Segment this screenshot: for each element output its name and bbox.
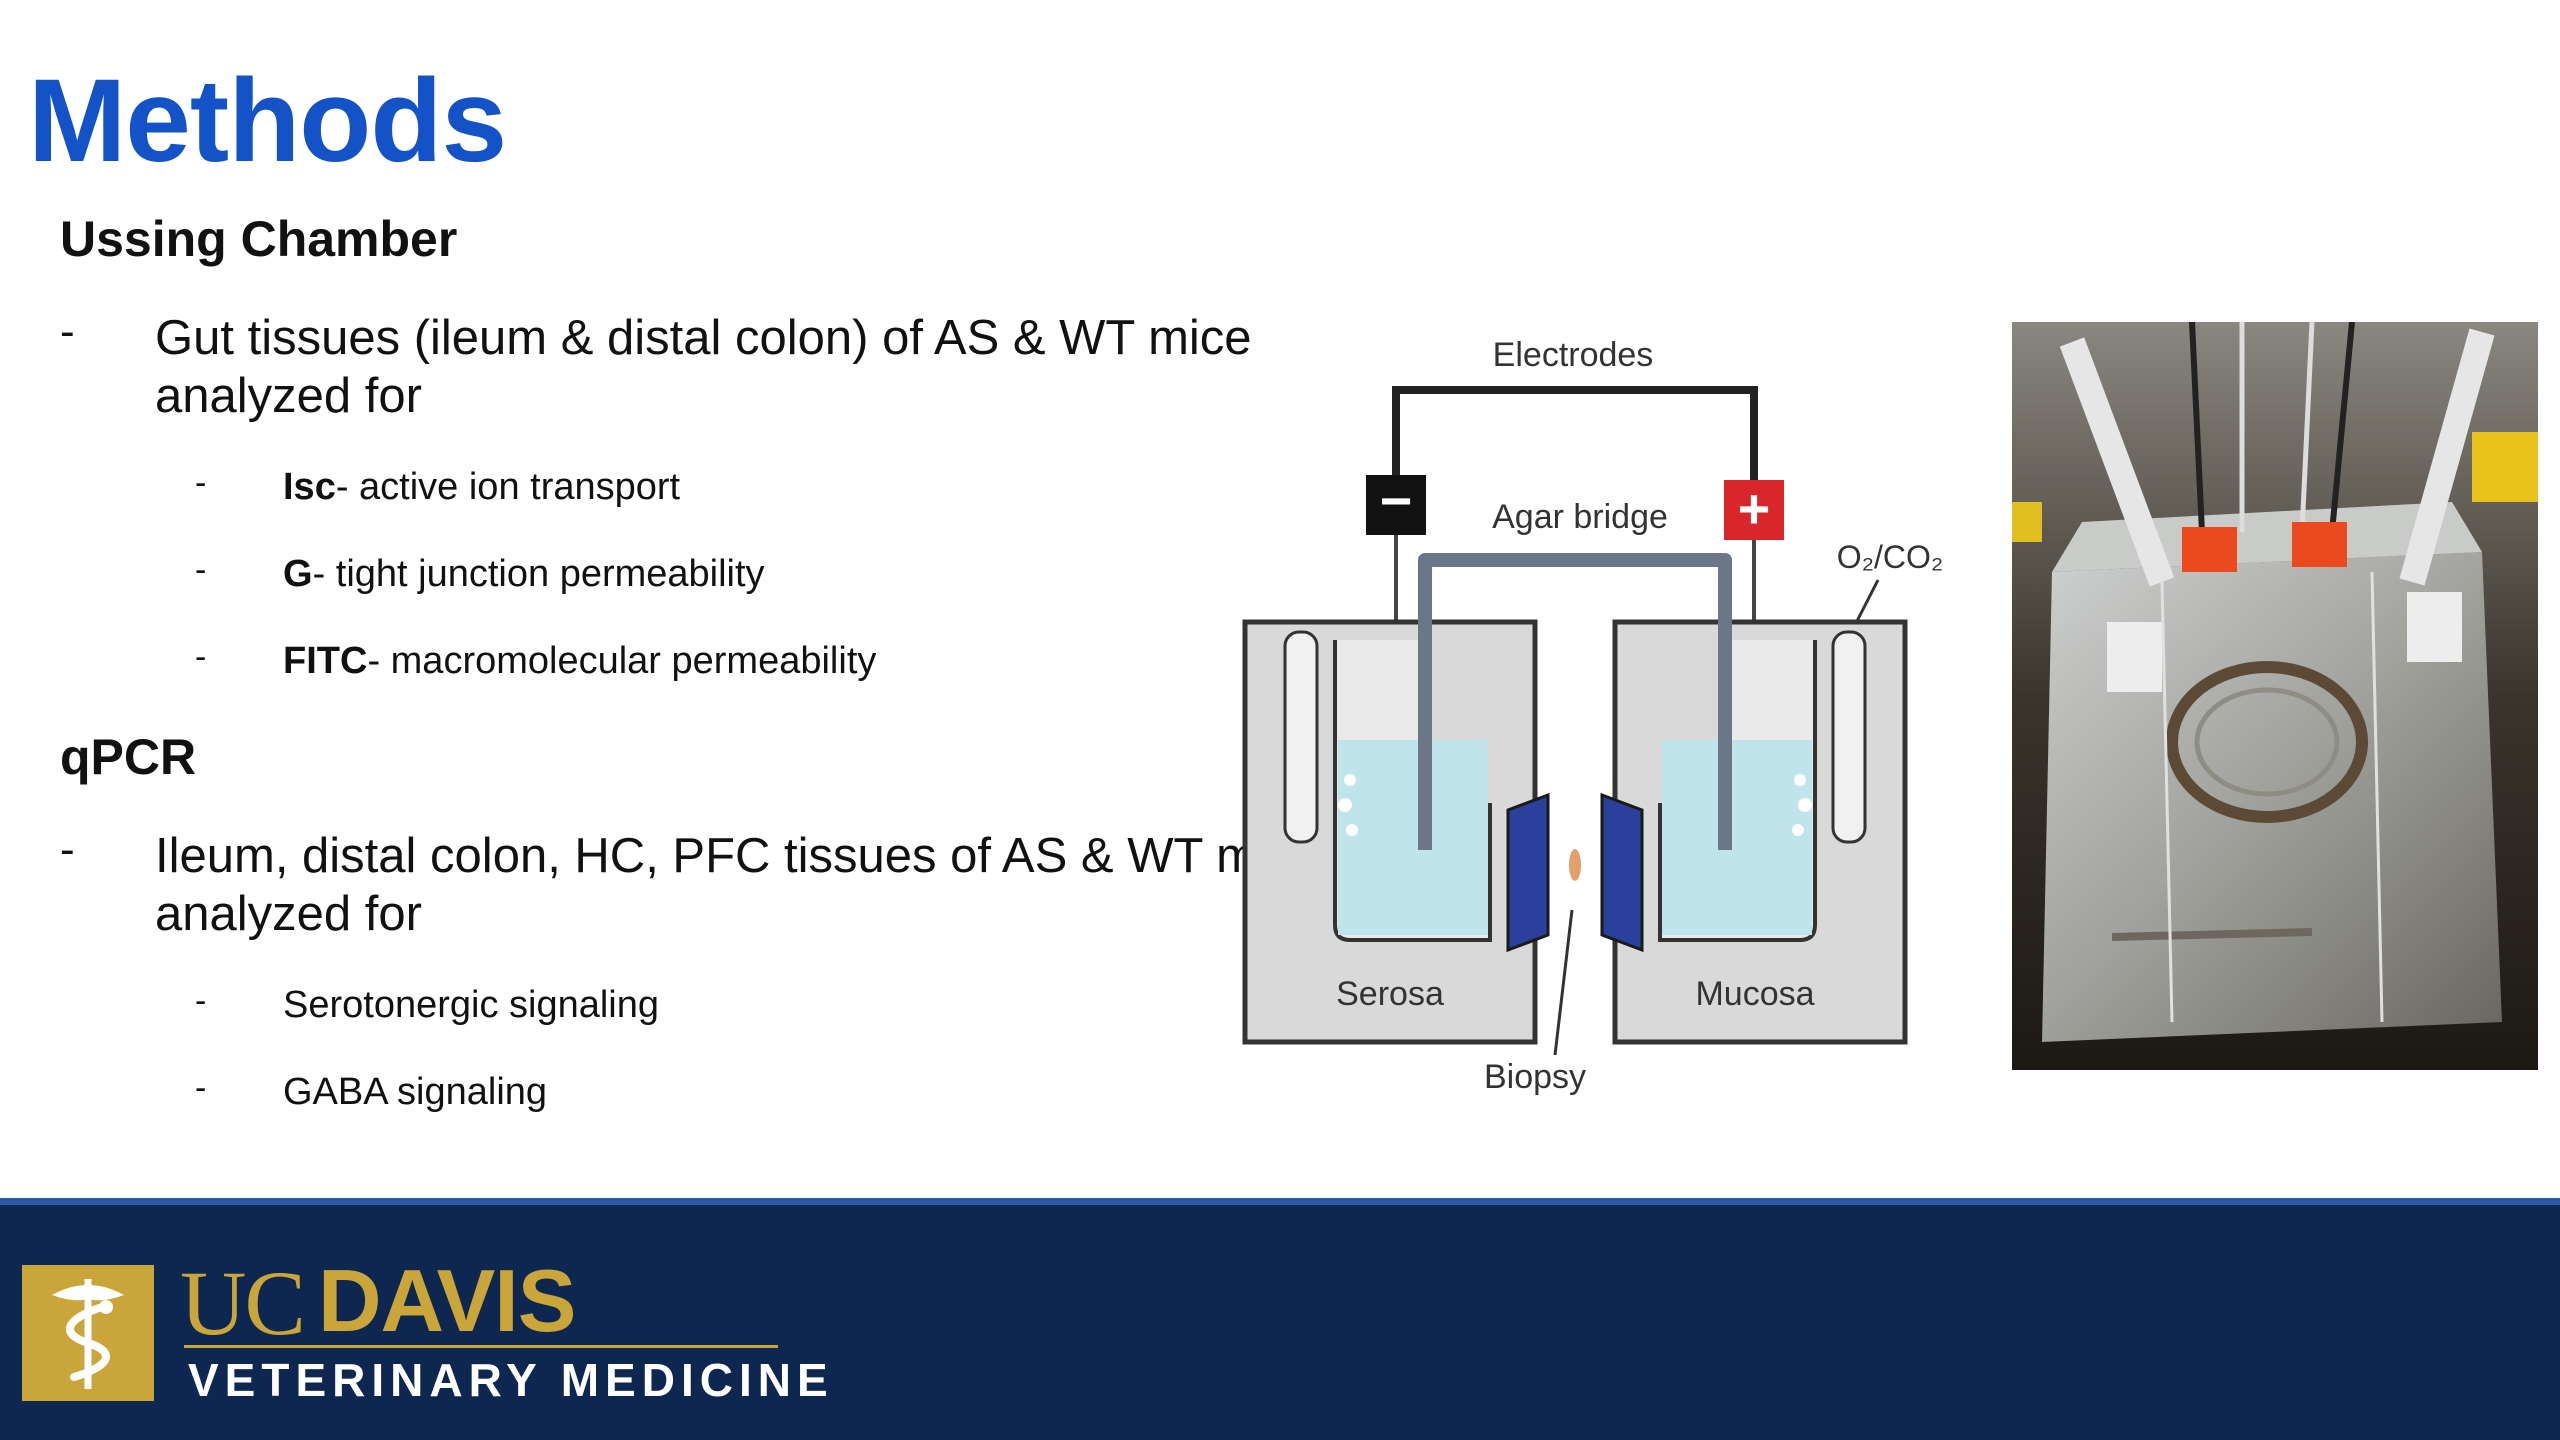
sub-term: G: [283, 553, 313, 595]
minus-terminal: [1366, 475, 1426, 535]
logo-uc: UC: [180, 1252, 306, 1354]
sub-dash: -: [195, 638, 207, 676]
sub-dash: -: [195, 551, 207, 589]
slide-title: Methods: [28, 55, 507, 187]
right-fluid: [1662, 740, 1812, 935]
left-fluid: [1338, 740, 1488, 935]
chamber-ring-inner: [2194, 687, 2340, 797]
ussing-chamber-heading: Ussing Chamber: [60, 211, 458, 267]
footer-banner: UC DAVIS VETERINARY MEDICINE: [0, 1198, 2560, 1440]
sub-dash: -: [195, 464, 207, 502]
chamber-photo: [2012, 322, 2538, 1070]
caduceus-icon: [22, 1265, 154, 1401]
sub-dash: -: [195, 982, 207, 1020]
bullet-dash: -: [60, 307, 75, 356]
sub-dash: -: [195, 1069, 207, 1107]
electrode-wire: [1392, 386, 1758, 495]
bubble: [1338, 798, 1352, 812]
yellow-object: [2472, 432, 2538, 502]
right-gas-tube: [1831, 630, 1867, 844]
agar-bridge-label: Agar bridge: [1492, 498, 1668, 536]
ussing-chamber-diagram: Electrodes − + Agar bridge O₂/CO₂ Serosa…: [1242, 336, 1944, 1096]
plus-icon: +: [1738, 477, 1771, 540]
gas-label: O₂/CO₂: [1837, 539, 1944, 575]
sub-desc: - active ion transport: [335, 466, 681, 508]
biopsy-sample: [1569, 849, 1581, 881]
white-pad: [2107, 622, 2162, 692]
bubble: [1792, 824, 1804, 836]
agar-bridge: [1418, 553, 1732, 850]
sub-desc: - macromolecular permeability: [367, 640, 877, 682]
bubble: [1344, 774, 1356, 786]
bubble: [1346, 824, 1358, 836]
plus-terminal: [1724, 480, 1784, 540]
left-tissue-holder: [1506, 792, 1550, 953]
edge: [2370, 571, 2384, 1023]
wire: [2329, 322, 2355, 533]
minus-icon: −: [1380, 469, 1413, 532]
sub-desc: Serotonergic signaling: [283, 984, 660, 1026]
sub-desc: - tight junction permeability: [312, 553, 765, 595]
sub-desc: GABA signaling: [283, 1071, 548, 1113]
logo-rule: [184, 1345, 778, 1348]
logo-subtitle: VETERINARY MEDICINE: [188, 1354, 834, 1406]
chamber-ring: [2166, 661, 2368, 823]
gas-pointer: [1853, 579, 1880, 626]
biopsy-pointer: [1553, 909, 1574, 1056]
sub-term: FITC: [283, 640, 368, 682]
rod: [2111, 928, 2313, 941]
left-gas-tube: [1283, 630, 1319, 844]
tube: [2399, 328, 2495, 586]
bubble: [1794, 774, 1806, 786]
yellow-object: [2012, 502, 2042, 542]
edge: [2160, 581, 2174, 1023]
qpcr-heading: qPCR: [60, 729, 197, 785]
white-pad: [2407, 592, 2462, 662]
bullet-dash: -: [60, 825, 75, 874]
wire: [2299, 322, 2315, 533]
wire: [2189, 322, 2205, 533]
bullet-text: Ileum, distal colon, HC, PFC tissues of …: [155, 829, 1320, 941]
electrodes-label: Electrodes: [1493, 336, 1654, 374]
red-cap: [2292, 522, 2347, 567]
right-tissue-holder: [1600, 792, 1644, 953]
tube: [2059, 337, 2175, 587]
serosa-label: Serosa: [1336, 975, 1444, 1013]
sub-term: Isc: [283, 466, 336, 508]
bullet-text: Gut tissues (ileum & distal colon) of AS…: [155, 311, 1252, 423]
logo-davis: DAVIS: [318, 1251, 576, 1350]
mucosa-label: Mucosa: [1695, 975, 1814, 1013]
red-cap: [2182, 527, 2237, 572]
biopsy-label: Biopsy: [1484, 1058, 1586, 1096]
bubble: [1798, 798, 1812, 812]
